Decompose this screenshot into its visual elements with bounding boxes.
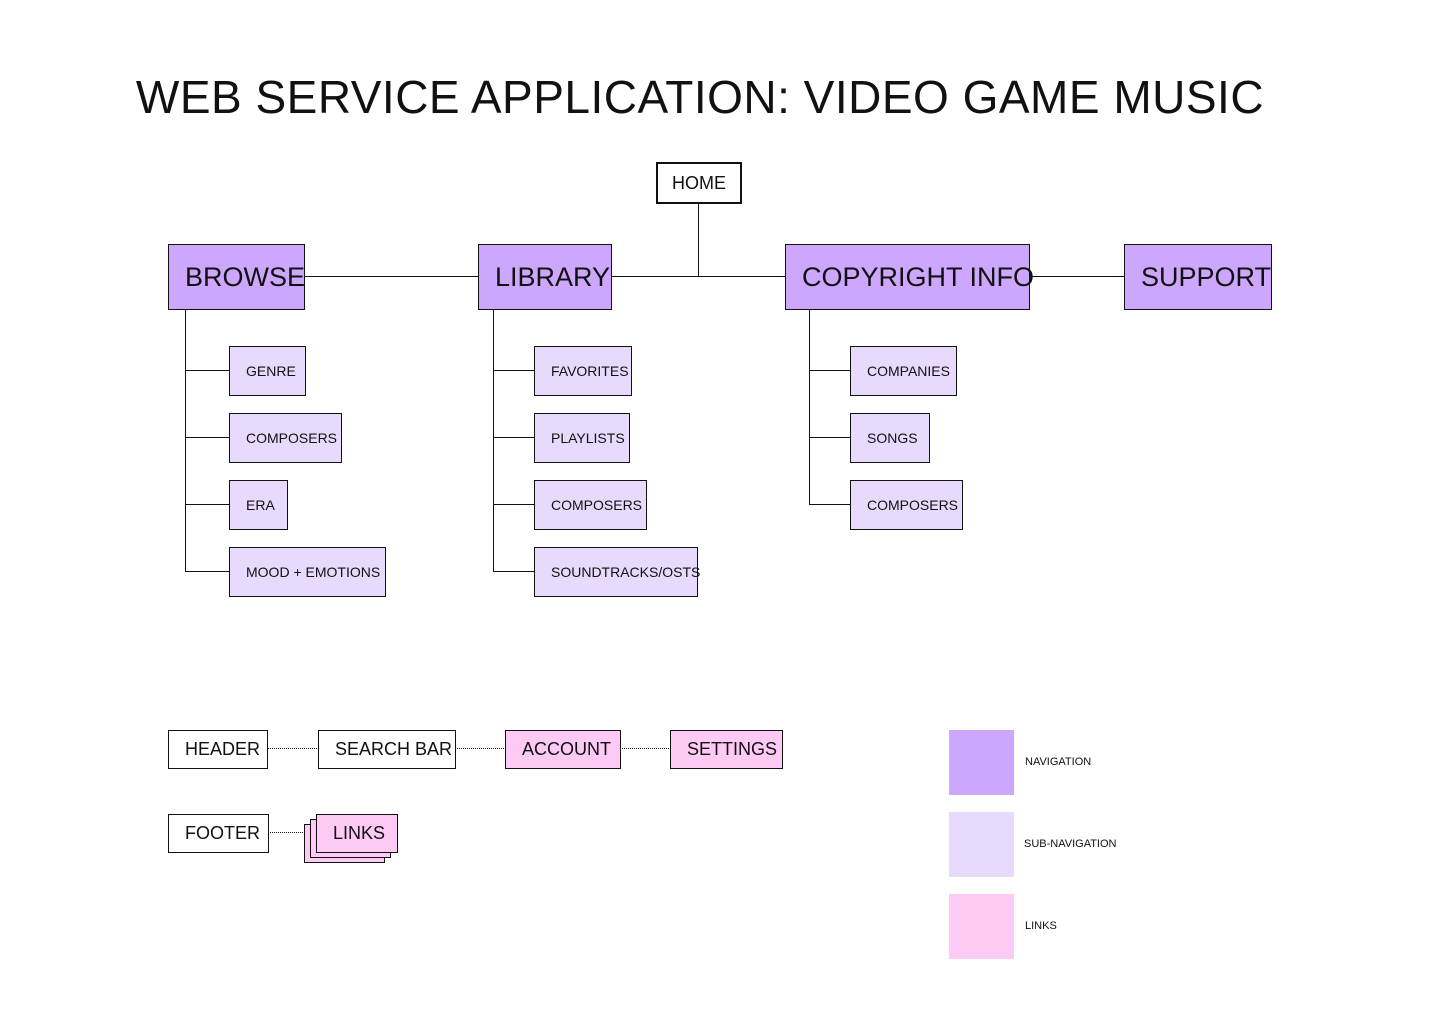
- nav-browse[interactable]: BROWSE: [168, 244, 305, 310]
- legend-swatch-navigation: [949, 730, 1014, 795]
- subnav-mood-emotions[interactable]: MOOD + EMOTIONS: [229, 547, 386, 597]
- nav-connector-copyright-support: [1029, 276, 1125, 277]
- dotted-connector: [620, 748, 671, 749]
- legend-swatch-links: [949, 894, 1014, 959]
- settings-link[interactable]: SETTINGS: [670, 730, 783, 769]
- branch-tick: [809, 437, 851, 438]
- legend-label-sub-navigation: SUB-NAVIGATION: [1024, 838, 1117, 850]
- search-bar-node[interactable]: SEARCH BAR: [318, 730, 456, 769]
- branch-tick: [493, 437, 535, 438]
- page-title: WEB SERVICE APPLICATION: VIDEO GAME MUSI…: [135, 71, 1265, 123]
- nav-library[interactable]: LIBRARY: [478, 244, 612, 310]
- dotted-connector: [268, 832, 305, 833]
- subnav-soundtracks-osts[interactable]: SOUNDTRACKS/OSTS: [534, 547, 700, 597]
- home-node[interactable]: HOME: [656, 162, 742, 204]
- home-connector: [698, 203, 699, 276]
- dotted-connector: [267, 748, 319, 749]
- branch-tick: [493, 504, 535, 505]
- copyright-branch-line: [809, 309, 810, 505]
- branch-tick: [809, 370, 851, 371]
- links-node[interactable]: LINKS: [316, 814, 398, 853]
- branch-tick: [185, 437, 230, 438]
- subnav-favorites[interactable]: FAVORITES: [534, 346, 632, 396]
- browse-branch-line: [185, 309, 186, 572]
- subnav-composers[interactable]: COMPOSERS: [534, 480, 647, 530]
- legend-label-links: LINKS: [1025, 920, 1057, 932]
- nav-connector-library-copyright: [611, 276, 786, 277]
- subnav-companies[interactable]: COMPANIES: [850, 346, 957, 396]
- nav-support[interactable]: SUPPORT: [1124, 244, 1272, 310]
- branch-tick: [185, 370, 230, 371]
- header-node[interactable]: HEADER: [168, 730, 268, 769]
- nav-copyright-info[interactable]: COPYRIGHT INFO: [785, 244, 1034, 310]
- branch-tick: [185, 504, 230, 505]
- branch-tick: [493, 370, 535, 371]
- subnav-composers[interactable]: COMPOSERS: [850, 480, 963, 530]
- subnav-playlists[interactable]: PLAYLISTS: [534, 413, 630, 463]
- subnav-composers[interactable]: COMPOSERS: [229, 413, 342, 463]
- footer-node[interactable]: FOOTER: [168, 814, 269, 853]
- subnav-genre[interactable]: GENRE: [229, 346, 306, 396]
- library-branch-line: [493, 309, 494, 572]
- branch-tick: [809, 504, 851, 505]
- nav-connector-browse-library: [304, 276, 479, 277]
- legend-swatch-sub-navigation: [949, 812, 1014, 877]
- account-link[interactable]: ACCOUNT: [505, 730, 621, 769]
- dotted-connector: [455, 748, 506, 749]
- branch-tick: [493, 571, 535, 572]
- legend-label-navigation: NAVIGATION: [1025, 756, 1092, 768]
- subnav-songs[interactable]: SONGS: [850, 413, 930, 463]
- subnav-era[interactable]: ERA: [229, 480, 288, 530]
- branch-tick: [185, 571, 230, 572]
